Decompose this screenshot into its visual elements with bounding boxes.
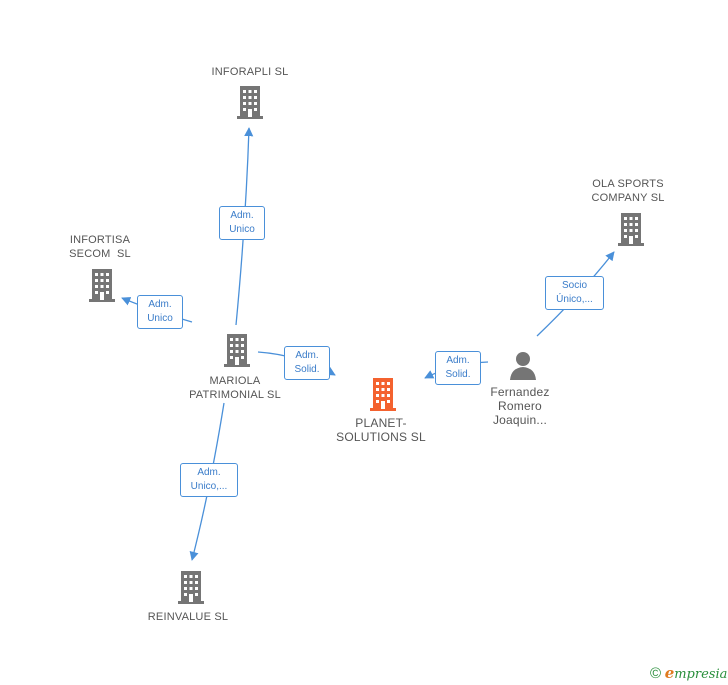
brand-logo: © empresia bbox=[650, 664, 727, 684]
node-label-reinvalue: REINVALUE SL bbox=[147, 611, 229, 623]
building-icon[interactable] bbox=[86, 267, 118, 303]
brand-e: e bbox=[664, 664, 675, 682]
node-label-infortisa: INFORTISA SECOM SL bbox=[69, 234, 131, 260]
edge-label-mariola-infortisa[interactable]: Adm. Unico bbox=[137, 295, 183, 329]
building-icon[interactable] bbox=[615, 211, 647, 247]
node-label-mariola: MARIOLA PATRIMONIAL SL bbox=[189, 375, 281, 401]
building-icon[interactable] bbox=[175, 569, 207, 605]
building-icon[interactable] bbox=[221, 332, 253, 368]
edge-label-mariola-reinvalue[interactable]: Adm. Unico,... bbox=[180, 463, 238, 497]
node-label-inforapli: INFORAPLI SL bbox=[211, 66, 289, 78]
node-label-olasports: OLA SPORTS COMPANY SL bbox=[591, 178, 665, 204]
building-icon[interactable] bbox=[367, 376, 399, 412]
edge-label-fernandez-olasports[interactable]: Socio Único,... bbox=[545, 276, 604, 310]
building-icon[interactable] bbox=[234, 84, 266, 120]
node-label-fernandez: Fernandez Romero Joaquin... bbox=[490, 385, 550, 427]
edge-label-mariola-planet[interactable]: Adm. Solid. bbox=[284, 346, 330, 380]
person-icon[interactable] bbox=[507, 349, 539, 381]
brand-name: mpresia bbox=[674, 667, 728, 682]
copyright-symbol: © bbox=[650, 665, 662, 682]
edge-label-fernandez-planet[interactable]: Adm. Solid. bbox=[435, 351, 481, 385]
node-label-planet: PLANET- SOLUTIONS SL bbox=[336, 416, 426, 444]
edge-label-mariola-inforapli[interactable]: Adm. Unico bbox=[219, 206, 265, 240]
